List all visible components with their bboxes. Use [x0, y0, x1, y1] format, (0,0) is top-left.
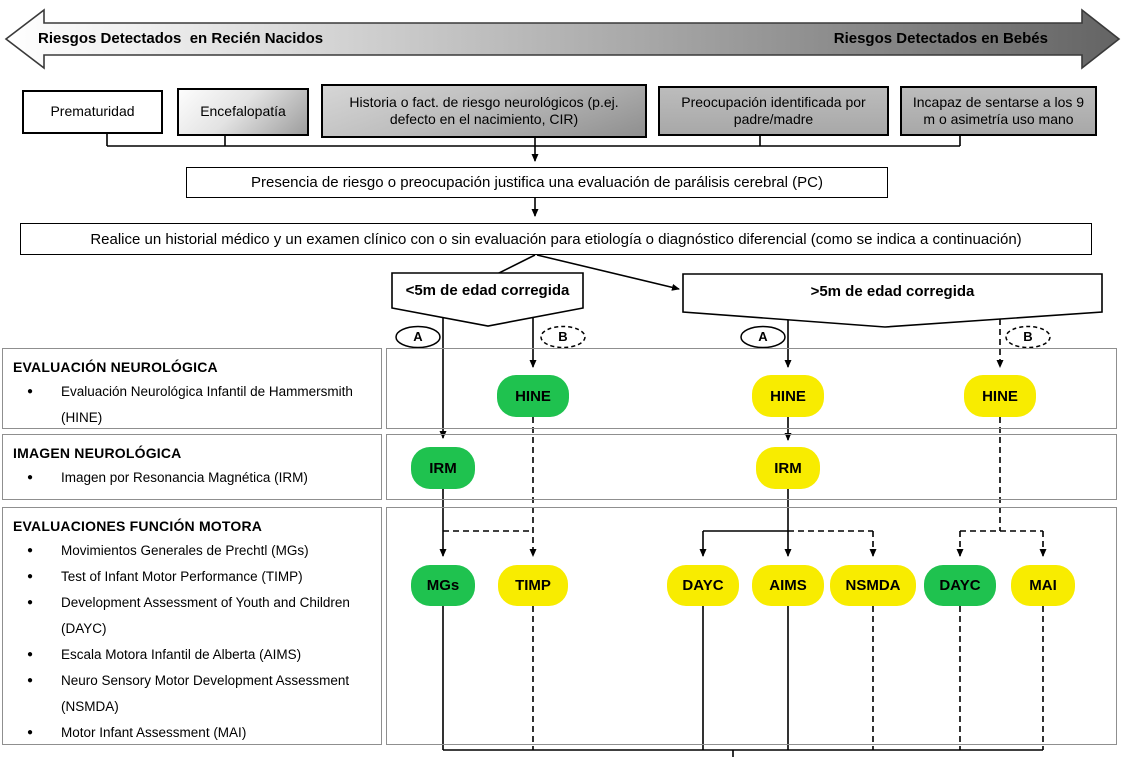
node-aims-over5m-a: AIMS — [752, 565, 824, 606]
category-neurological-evaluation: EVALUACIÓN NEUROLÓGICA ● Evaluación Neur… — [2, 348, 382, 429]
step-evaluation-justified: Presencia de riesgo o preocupación justi… — [186, 167, 888, 198]
list-item: ● Neuro Sensory Motor Development Assess… — [13, 668, 371, 720]
list-item: ● Motor Infant Assessment (MAI) — [13, 720, 371, 746]
bullet-icon: ● — [27, 727, 34, 738]
bullet-icon: ● — [27, 649, 34, 660]
list-item: ● Test of Infant Motor Performance (TIMP… — [13, 564, 371, 590]
list-item-label: Development Assessment of Youth and Chil… — [61, 595, 350, 636]
category-motor-function: EVALUACIONES FUNCIÓN MOTORA ● Movimiento… — [2, 507, 382, 745]
branch-banner-under5m — [391, 272, 584, 327]
node-mai-over5m-b: MAI — [1011, 565, 1075, 606]
panel-motor-row — [386, 507, 1117, 745]
path-b-over5m-badge — [1005, 325, 1051, 349]
node-dayc-over5m-a: DAYC — [667, 565, 739, 606]
list-item-label: Neuro Sensory Motor Development Assessme… — [61, 673, 350, 714]
list-item-label: Evaluación Neurológica Infantil de Hamme… — [61, 384, 353, 425]
list-item: ● Escala Motora Infantil de Alberta (AIM… — [13, 642, 371, 668]
risk-box-historia-riesgo: Historia o fact. de riesgo neurológicos … — [321, 84, 647, 138]
bullet-icon: ● — [27, 597, 34, 608]
node-dayc-over5m-b: DAYC — [924, 565, 996, 606]
category-title: IMAGEN NEUROLÓGICA — [13, 445, 182, 461]
list-item-label: Imagen por Resonancia Magnética (IRM) — [61, 470, 308, 485]
path-b-under5m-badge — [540, 325, 586, 349]
dashed-path-lines — [443, 319, 1047, 750]
list-item-label: Movimientos Generales de Prechtl (MGs) — [61, 543, 309, 558]
list-item: ● Movimientos Generales de Prechtl (MGs) — [13, 538, 371, 564]
list-item: ● Evaluación Neurológica Infantil de Ham… — [13, 379, 371, 431]
risk-box-prematuridad: Prematuridad — [22, 90, 163, 134]
list-item: ● Imagen por Resonancia Magnética (IRM) — [13, 465, 371, 491]
step-clinical-exam: Realice un historial médico y un examen … — [20, 223, 1092, 255]
list-item-label: Motor Infant Assessment (MAI) — [61, 725, 247, 740]
bullet-icon: ● — [27, 675, 34, 686]
node-hine-under5m-b: HINE — [497, 375, 569, 417]
bullet-icon: ● — [27, 472, 34, 483]
category-title: EVALUACIÓN NEUROLÓGICA — [13, 359, 218, 375]
path-a-over5m-label: A — [758, 329, 768, 344]
risk-box-incapaz-sentarse: Incapaz de sentarse a los 9 m o asimetrí… — [900, 86, 1097, 136]
bullet-icon: ● — [27, 571, 34, 582]
timeline-right-label: Riesgos Detectados en Bebés — [833, 30, 1048, 47]
node-hine-over5m-b: HINE — [964, 375, 1036, 417]
timeline-arrow — [4, 8, 1121, 70]
branch-over5m-label: >5m de edad corregida — [810, 283, 975, 300]
solid-path-lines — [439, 317, 1043, 757]
risk-box-preocupacion-padres: Preocupación identificada por padre/madr… — [658, 86, 889, 136]
bullet-icon: ● — [27, 386, 34, 397]
risk-connector-lines — [106, 133, 961, 291]
timeline-left-label: Riesgos Detectados en Recién Nacidos — [38, 30, 324, 47]
path-badges — [395, 325, 1051, 349]
branch-under5m-label: <5m de edad corregida — [405, 282, 570, 299]
category-neuroimaging: IMAGEN NEUROLÓGICA ● Imagen por Resonanc… — [2, 434, 382, 500]
path-b-over5m-label: B — [1023, 329, 1033, 344]
panel-neurological-row — [386, 348, 1117, 429]
branch-banner-over5m — [682, 273, 1103, 328]
node-mgs-under5m-a: MGs — [411, 565, 475, 606]
category-title: EVALUACIONES FUNCIÓN MOTORA — [13, 518, 263, 534]
node-irm-under5m-a: IRM — [411, 447, 475, 489]
list-item: ● Development Assessment of Youth and Ch… — [13, 590, 371, 642]
node-nsmda-over5m-a: NSMDA — [830, 565, 916, 606]
bullet-icon: ● — [27, 545, 34, 556]
list-item-label: Test of Infant Motor Performance (TIMP) — [61, 569, 303, 584]
risk-box-encefalopatia: Encefalopatía — [177, 88, 309, 136]
node-timp-under5m-b: TIMP — [498, 565, 568, 606]
path-a-under5m-badge — [395, 325, 441, 349]
path-a-under5m-label: A — [413, 329, 423, 344]
path-a-over5m-badge — [740, 325, 786, 349]
list-item-label: Escala Motora Infantil de Alberta (AIMS) — [61, 647, 302, 662]
node-irm-over5m-a: IRM — [756, 447, 820, 489]
node-hine-over5m-a: HINE — [752, 375, 824, 417]
panel-neuroimaging-row — [386, 434, 1117, 500]
path-b-under5m-label: B — [558, 329, 568, 344]
